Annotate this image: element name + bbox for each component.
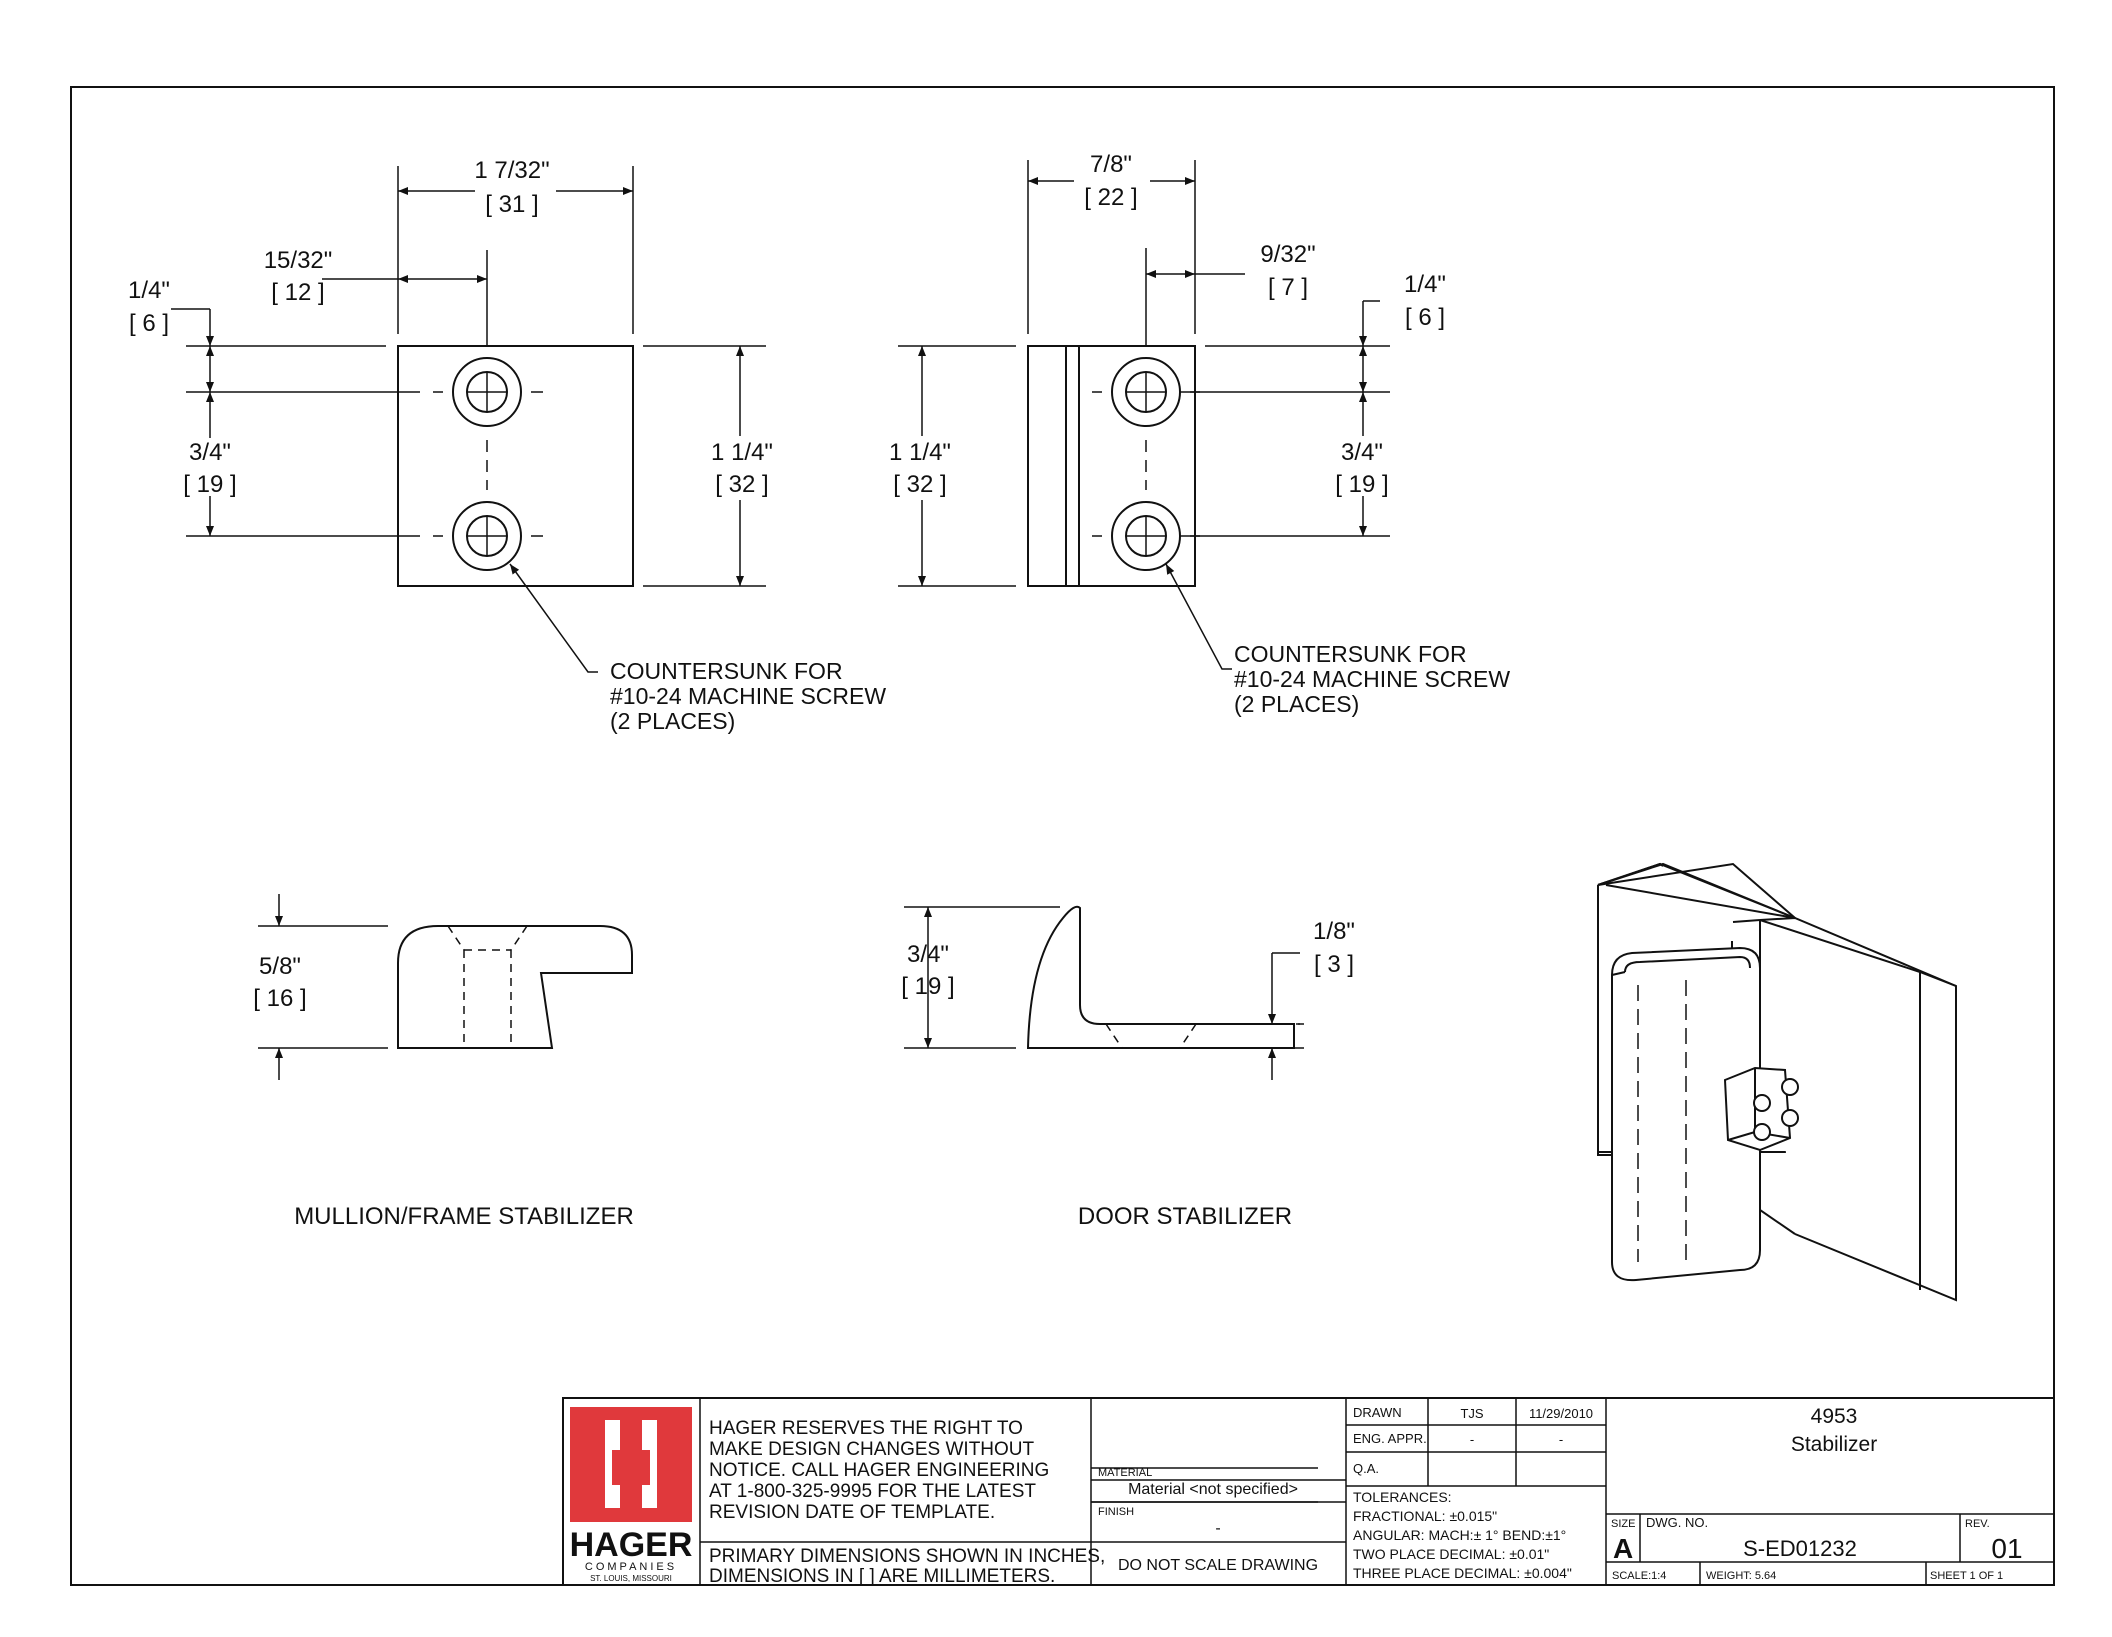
mullion-hole-bottom	[452, 501, 522, 571]
size-value: A	[1613, 1533, 1633, 1564]
caption-mullion: MULLION/FRAME STABILIZER	[294, 1203, 634, 1230]
dim-width-mm: [ 31 ]	[485, 191, 538, 218]
finish-label: FINISH	[1098, 1506, 1134, 1518]
sheet-text: SHEET 1 OF 1	[1930, 1570, 2003, 1582]
dims-note-line1: PRIMARY DIMENSIONS SHOWN IN INCHES,	[709, 1546, 1105, 1567]
dim-height-frac: 1 1/4"	[711, 439, 773, 466]
logo-wordmark: HAGER	[570, 1526, 693, 1564]
door-dim-width-frac: 7/8"	[1090, 151, 1132, 178]
door-dim-width-mm: [ 22 ]	[1084, 184, 1137, 211]
door-side-thick-frac: 1/8"	[1313, 918, 1355, 945]
dim-width-frac: 1 7/32"	[474, 157, 549, 184]
door-dim-height-frac: 1 1/4"	[889, 439, 951, 466]
size-label: SIZE	[1611, 1518, 1635, 1530]
note-countersunk-line3: (2 PLACES)	[610, 708, 735, 734]
eng-by: -	[1470, 1432, 1474, 1447]
dim-height-mm: [ 32 ]	[715, 471, 768, 498]
qa-label: Q.A.	[1353, 1461, 1379, 1476]
do-not-scale: DO NOT SCALE DRAWING	[1118, 1557, 1318, 1574]
dim-spacing-mm: [ 19 ]	[183, 471, 236, 498]
tolerances-angular: ANGULAR: MACH:± 1° BEND:±1°	[1353, 1527, 1566, 1543]
door-front-dimensions: 7/8" [ 22 ] 9/32" [ 7 ] 1/4" [ 6 ] 1 1/4…	[889, 151, 1510, 717]
notice-line5: REVISION DATE OF TEMPLATE.	[709, 1502, 995, 1523]
tolerances-fractional: FRACTIONAL: ±0.015"	[1353, 1508, 1497, 1524]
scale-text: SCALE:1:4	[1612, 1570, 1666, 1582]
logo-bracket-right	[642, 1420, 657, 1508]
door-side-profile	[1026, 905, 1295, 1049]
material-label: MATERIAL	[1098, 1467, 1152, 1479]
tolerances-three-place: THREE PLACE DECIMAL: ±0.004"	[1353, 1565, 1572, 1581]
mullion-side-countersink	[447, 925, 528, 1048]
weight-text: WEIGHT: 5.64	[1706, 1570, 1776, 1582]
caption-door: DOOR STABILIZER	[1078, 1203, 1292, 1230]
mullion-side-profile	[397, 925, 633, 1049]
door-hole-bottom	[1111, 501, 1181, 571]
door-front-body	[1027, 345, 1196, 587]
part-name: Stabilizer	[1791, 1433, 1877, 1456]
rev-label: REV.	[1965, 1518, 1990, 1530]
logo-bracket-left	[605, 1420, 620, 1508]
door-dim-hole-offset-mm: [ 7 ]	[1268, 274, 1308, 301]
dims-note-line2: DIMENSIONS IN [ ] ARE MILLIMETERS.	[709, 1566, 1055, 1587]
dim-spacing-frac: 3/4"	[189, 439, 231, 466]
dwg-label: DWG. NO.	[1646, 1515, 1708, 1530]
logo-sub-location: ST. LOUIS, MISSOURI	[590, 1574, 672, 1583]
door-hole-top	[1111, 357, 1181, 427]
dim-hole-offset-frac: 15/32"	[264, 247, 333, 274]
drawn-by: TJS	[1460, 1406, 1483, 1421]
note-countersunk-line2: #10-24 MACHINE SCREW	[610, 683, 886, 709]
mullion-front-dimensions: 1 7/32" [ 31 ] 15/32" [ 12 ] 1/4" [ 6 ] …	[128, 157, 886, 734]
mullion-side-height-frac: 5/8"	[259, 953, 301, 980]
door-note-countersunk-line2: #10-24 MACHINE SCREW	[1234, 666, 1510, 692]
mullion-side-view	[258, 894, 633, 1080]
material-value: Material <not specified>	[1128, 1481, 1298, 1498]
dim-hole-offset-mm: [ 12 ]	[271, 279, 324, 306]
notice-line4: AT 1-800-325-9995 FOR THE LATEST	[709, 1481, 1036, 1502]
hager-logo: HAGER COMPANIES ST. LOUIS, MISSOURI	[570, 1407, 693, 1583]
rev-value: 01	[1991, 1533, 2022, 1564]
drawn-date: 11/29/2010	[1529, 1406, 1593, 1421]
door-front-view	[898, 160, 1390, 670]
notice-line2: MAKE DESIGN CHANGES WITHOUT	[709, 1439, 1035, 1460]
notice-line3: NOTICE. CALL HAGER ENGINEERING	[709, 1460, 1049, 1481]
door-dim-hole-offset-frac: 9/32"	[1260, 241, 1315, 268]
door-side-view	[904, 905, 1304, 1080]
notice-line1: HAGER RESERVES THE RIGHT TO	[709, 1418, 1023, 1439]
door-dim-spacing-frac: 3/4"	[1341, 439, 1383, 466]
tolerances-title: TOLERANCES:	[1353, 1489, 1452, 1505]
sheet-border	[70, 86, 2055, 1586]
mullion-hole-top	[452, 357, 522, 427]
logo-sub-companies: COMPANIES	[585, 1561, 677, 1573]
part-number: 4953	[1811, 1405, 1858, 1428]
door-side-height-mm: [ 19 ]	[901, 973, 954, 1000]
door-dim-top-mm: [ 6 ]	[1405, 304, 1445, 331]
door-side-countersink	[1105, 1023, 1197, 1049]
dim-top-mm: [ 6 ]	[129, 310, 169, 337]
isometric-view	[1597, 862, 1957, 1302]
door-dim-height-mm: [ 32 ]	[893, 471, 946, 498]
finish-value: -	[1215, 1520, 1220, 1537]
eng-date: -	[1559, 1432, 1563, 1447]
dwg-number: S-ED01232	[1743, 1536, 1857, 1561]
mullion-side-height-mm: [ 16 ]	[253, 985, 306, 1012]
note-countersunk-line1: COUNTERSUNK FOR	[610, 658, 843, 684]
door-side-height-frac: 3/4"	[907, 941, 949, 968]
logo-red-block	[570, 1407, 692, 1522]
door-side-thick-mm: [ 3 ]	[1314, 951, 1354, 978]
drawn-label: DRAWN	[1353, 1405, 1402, 1420]
door-note-countersunk-line1: COUNTERSUNK FOR	[1234, 641, 1467, 667]
eng-label: ENG. APPR.	[1353, 1431, 1427, 1446]
mullion-front-view	[171, 166, 766, 673]
tolerances-two-place: TWO PLACE DECIMAL: ±0.01"	[1353, 1546, 1549, 1562]
door-dim-top-frac: 1/4"	[1404, 271, 1446, 298]
dim-top-frac: 1/4"	[128, 277, 170, 304]
mullion-front-body	[397, 345, 634, 587]
door-dim-spacing-mm: [ 19 ]	[1335, 471, 1388, 498]
door-note-countersunk-line3: (2 PLACES)	[1234, 691, 1359, 717]
